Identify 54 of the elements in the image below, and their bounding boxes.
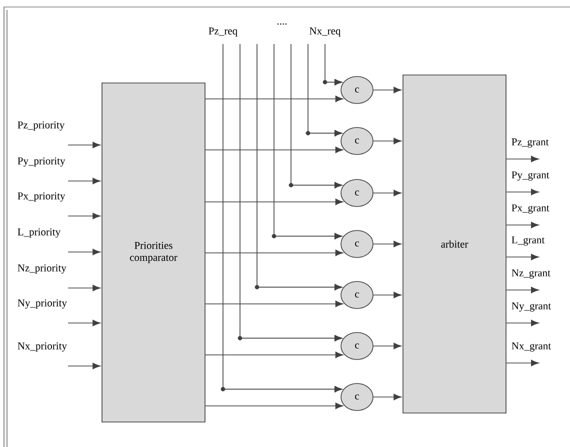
input-arrow <box>68 212 100 220</box>
arrow <box>205 250 344 256</box>
block-box: arbiter <box>402 74 506 414</box>
signal-label: Nz_priority <box>18 264 66 274</box>
arrow <box>205 96 344 102</box>
arrow <box>373 394 402 400</box>
request-line <box>290 44 342 188</box>
arrow <box>373 342 402 350</box>
signal-label: Nx_grant <box>512 342 551 352</box>
signal-label: Ny_grant <box>512 302 551 312</box>
block-box: Priorities comparator <box>102 82 206 422</box>
signal-label: Py_grant <box>512 171 550 181</box>
arrow <box>205 300 344 308</box>
arrow <box>373 138 402 144</box>
output-arrow <box>506 286 539 294</box>
arrow <box>205 146 344 154</box>
arrow <box>205 198 344 206</box>
input-arrow <box>68 248 100 256</box>
input-arrow <box>68 142 100 148</box>
signal-label: Pz_req <box>208 28 238 37</box>
output-arrow <box>506 360 539 366</box>
signal-label: L_grant <box>512 236 545 246</box>
arrow <box>373 240 402 248</box>
arrow <box>205 352 344 358</box>
signal-label: Nx_req <box>310 28 341 37</box>
request-line <box>222 44 342 392</box>
ellipsis-label: .... <box>277 23 287 25</box>
request-line <box>274 44 342 240</box>
output-arrow <box>506 156 539 162</box>
signal-label: L_priority <box>18 228 61 238</box>
input-arrow <box>68 178 100 184</box>
signal-label: Pz_priority <box>18 121 65 131</box>
request-line <box>240 44 342 342</box>
arrow <box>373 292 402 298</box>
output-arrow <box>506 320 539 326</box>
input-arrow <box>68 284 100 292</box>
output-arrow <box>506 188 539 196</box>
output-arrow <box>506 222 539 228</box>
input-arrow <box>68 320 100 326</box>
signal-label: Px_grant <box>512 204 550 214</box>
request-line <box>324 44 342 86</box>
arrow <box>205 402 344 410</box>
signal-label: Py_priority <box>18 157 66 167</box>
signal-label: Nz_grant <box>512 269 550 279</box>
signal-label: Nx_priority <box>18 342 67 352</box>
request-line <box>308 44 342 136</box>
output-arrow <box>506 254 539 260</box>
signal-label: Ny_priority <box>18 299 67 309</box>
signal-label: Px_priority <box>18 192 66 202</box>
input-arrow <box>68 362 100 370</box>
signal-label: Pz_grant <box>512 138 549 148</box>
arrow <box>373 86 402 94</box>
request-line <box>256 44 342 290</box>
arrow <box>373 190 402 196</box>
